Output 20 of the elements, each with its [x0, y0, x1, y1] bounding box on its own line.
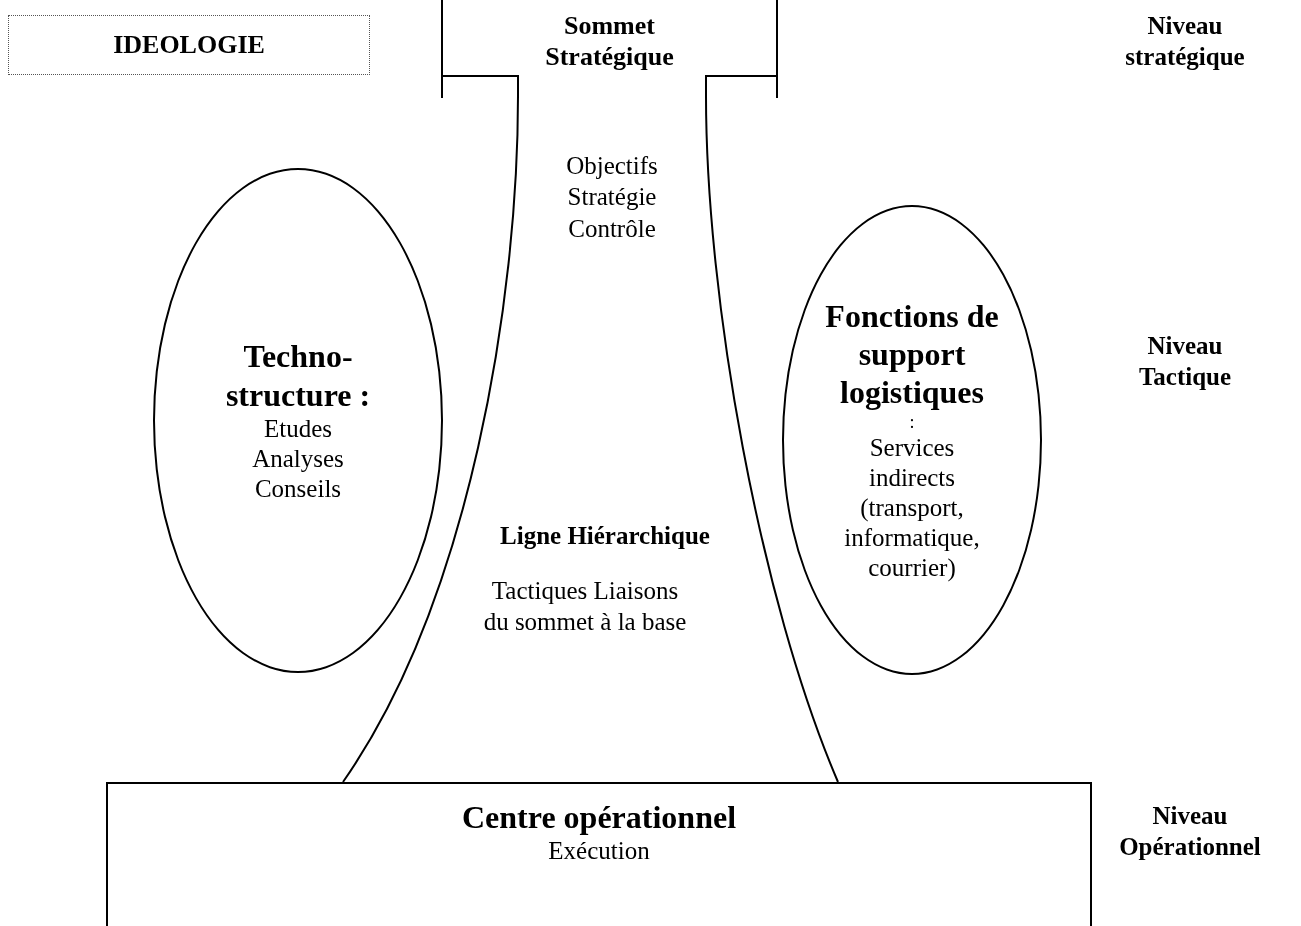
level-label: Niveau Tactique [1137, 331, 1233, 393]
node-title: Fonctions de support logistiques [824, 296, 1000, 412]
strategic-apex-box [441, 0, 778, 98]
node-text: : [908, 411, 916, 434]
node-text: Etudes Analyses Conseils [251, 413, 345, 504]
technostructure-ellipse [153, 168, 443, 673]
role-text: Objectifs Stratégie Contrôle [565, 151, 659, 244]
node-text: Exécution [547, 836, 651, 867]
ideology-box [8, 15, 370, 75]
node-title: Techno-structure : [224, 337, 372, 414]
level-label: Niveau stratégique [1124, 11, 1246, 73]
role-text: Tactiques Liaisons du sommet à la base [482, 576, 688, 638]
operating-core-box [106, 782, 1092, 926]
node-title: Sommet Stratégique [544, 10, 675, 73]
level-label: Niveau Opérationnel [1118, 801, 1262, 863]
node-title: Centre opérationnel [461, 798, 737, 837]
node-title: IDEOLOGIE [112, 29, 266, 61]
node-text: Services indirects (transport, informatique, courrier) [843, 433, 981, 584]
section-title: Ligne Hiérarchique [499, 521, 711, 551]
support-functions-ellipse [782, 205, 1042, 675]
